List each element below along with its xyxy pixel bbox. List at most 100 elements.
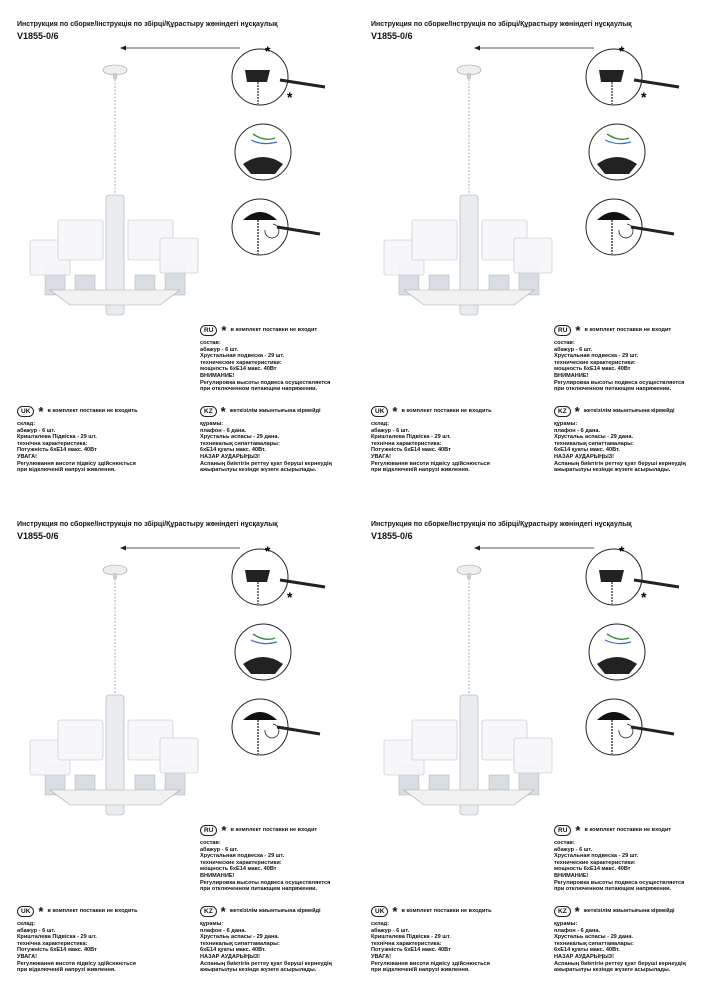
info-line: технічна характеристика: — [371, 940, 442, 947]
info-block-ru: RU * в комплект поставки не входит соста… — [554, 824, 685, 893]
info-line: құрамы: — [554, 921, 578, 927]
svg-text:*: * — [265, 43, 271, 59]
info-block-uk: UK * в комплект поставки не входить скла… — [17, 905, 138, 974]
info-block-uk: UK * в комплект поставки не входить скла… — [371, 404, 492, 474]
assembly-steps: * * — [585, 43, 680, 256]
info-line: абажур - 6 шт. — [554, 846, 593, 853]
instruction-panel: Инструкция по сборке/Інструкція по збірц… — [354, 500, 707, 1000]
step-2-wiring — [234, 623, 292, 681]
info-line: при відключеній напрузі живлення. — [371, 967, 470, 974]
info-block-ru: RU * в комплект поставки не входит соста… — [200, 824, 331, 893]
language-badge-uk: UK — [17, 906, 35, 917]
step-2-wiring — [588, 123, 646, 181]
assembly-steps: * * — [585, 543, 680, 756]
info-line: при отключенном питающем напряжении. — [554, 886, 672, 893]
not-included-note: жеткізілім жиынтығына кірмейді — [229, 408, 321, 415]
language-badge-kz: KZ — [554, 406, 571, 417]
info-line: при отключенном питающем напряжении. — [200, 386, 318, 393]
info-line: технічна характеристика: — [371, 440, 442, 447]
info-line: Потужність 6хЕ14 макс. 40Вт — [371, 447, 451, 454]
step-2-wiring — [588, 623, 646, 681]
chandelier-illustration — [29, 64, 199, 316]
info-line: құрамы: — [200, 421, 224, 427]
info-line: Потужність 6хЕ14 макс. 40Вт — [17, 947, 97, 954]
not-included-note: жеткізілім жиынтығына кірмейді — [583, 908, 675, 915]
step-1-canopy: * * — [585, 543, 680, 606]
svg-text:*: * — [265, 543, 271, 559]
asterisk-icon: * — [38, 404, 44, 419]
document-title: Инструкция по сборке/Інструкція по збірц… — [17, 521, 278, 528]
info-line: НАЗАР АУДАРЫҢЫЗ! — [200, 453, 261, 460]
info-line: ВНИМАНИЕ! — [200, 872, 235, 879]
instruction-panel: Инструкция по сборке/Інструкція по збірц… — [0, 500, 353, 1000]
info-block-ru: RU * в комплект поставки не входит соста… — [200, 323, 331, 393]
info-line: Регулировка высоты подвеса осуществляетс… — [200, 379, 331, 386]
asterisk-icon: * — [574, 904, 580, 919]
svg-text:*: * — [287, 589, 293, 605]
info-line: Регулювання висоти підвісу здійснюється — [17, 460, 136, 467]
info-block-kz: KZ * жеткізілім жиынтығына кірмейді құра… — [554, 904, 686, 974]
info-line: НАЗАР АУДАРЫҢЫЗ! — [200, 953, 261, 960]
model-number: V1855-0/6 — [17, 531, 59, 541]
step-1-canopy: * * — [585, 43, 680, 106]
step-3-mount — [585, 198, 675, 256]
svg-text:*: * — [641, 89, 647, 105]
pointer-arrow — [474, 45, 594, 51]
info-block-uk: UK * в комплект поставки не входить скла… — [17, 404, 138, 474]
info-line: при отключенном питающем напряжении. — [200, 886, 318, 893]
language-badge-kz: KZ — [200, 406, 217, 417]
info-line: ВНИМАНИЕ! — [554, 872, 589, 879]
info-line: плафон - 6 дана. — [554, 427, 601, 434]
info-line: состав: — [554, 840, 575, 846]
info-line: технические характеристики: — [554, 359, 636, 366]
info-line: техникалық сипаттамалары: — [200, 940, 280, 947]
not-included-note: в комплект поставки не входить — [401, 408, 492, 415]
info-line: Регулювання висоти підвісу здійснюється — [371, 460, 490, 467]
step-1-canopy: * * — [231, 543, 326, 606]
info-line: состав: — [200, 840, 221, 846]
info-line: состав: — [554, 340, 575, 346]
info-line: Хрустальная подвеска - 29 шт. — [200, 353, 285, 360]
info-line: технические характеристики: — [200, 859, 282, 866]
info-line: Регулировка высоты подвеса осуществляетс… — [200, 879, 331, 886]
info-block-kz: KZ * жеткізілім жиынтығына кірмейді құра… — [200, 905, 332, 974]
asterisk-icon: * — [392, 404, 398, 419]
not-included-note: в комплект поставки не входить — [47, 408, 138, 415]
not-included-note: в комплект поставки не входить — [47, 908, 138, 915]
info-line: Регулировка высоты подвеса осуществляетс… — [554, 879, 685, 886]
not-included-note: в комплект поставки не входит — [230, 327, 318, 334]
info-line: Хрустальная подвеска - 29 шт. — [554, 353, 639, 360]
info-block-kz: KZ * жеткізілім жиынтығына кірмейді құра… — [554, 404, 686, 474]
chandelier-illustration — [383, 64, 553, 316]
info-line: УВАГА! — [17, 953, 38, 960]
info-line: ВНИМАНИЕ! — [554, 372, 589, 379]
language-badge-ru: RU — [554, 825, 572, 836]
info-line: 6хЕ14 қуаты макс. 40Вт. — [200, 447, 266, 454]
info-line: Хрустальь аспасы - 29 дана. — [200, 434, 280, 441]
info-line: Регулювання висоти підвісу здійснюється — [371, 960, 490, 967]
language-badge-uk: UK — [371, 906, 389, 917]
model-number: V1855-0/6 — [371, 31, 413, 41]
info-line: ажыратылуы кезінде жүзеге асырылады. — [554, 467, 671, 474]
document-title: Инструкция по сборке/Інструкція по збірц… — [17, 21, 278, 28]
info-line: при отключенном питающем напряжении. — [554, 386, 672, 393]
info-block-ru: RU * в комплект поставки не входит соста… — [554, 324, 684, 393]
info-line: Кришталева Підвіска - 29 шт. — [17, 434, 97, 441]
instruction-panel: Инструкция по сборке/Інструкція по збірц… — [354, 0, 707, 500]
language-badge-ru: RU — [200, 325, 218, 336]
pointer-arrow — [474, 545, 594, 551]
asterisk-icon: * — [221, 323, 227, 338]
not-included-note: в комплект поставки не входит — [230, 827, 318, 834]
svg-text:*: * — [641, 589, 647, 605]
language-badge-uk: UK — [371, 406, 389, 417]
step-3-mount — [231, 198, 321, 256]
svg-text:*: * — [287, 89, 293, 105]
info-line: при відключеній напрузі живлення. — [17, 967, 116, 974]
info-line: техникалық сипаттамалары: — [554, 940, 634, 947]
chandelier-illustration — [383, 564, 553, 816]
info-line: абажур - 6 шт. — [17, 927, 56, 934]
info-line: при відключеній напрузі живлення. — [371, 467, 470, 474]
info-line: құрамы: — [200, 921, 224, 927]
assembly-steps: * * — [231, 543, 326, 756]
asterisk-icon: * — [574, 404, 580, 419]
